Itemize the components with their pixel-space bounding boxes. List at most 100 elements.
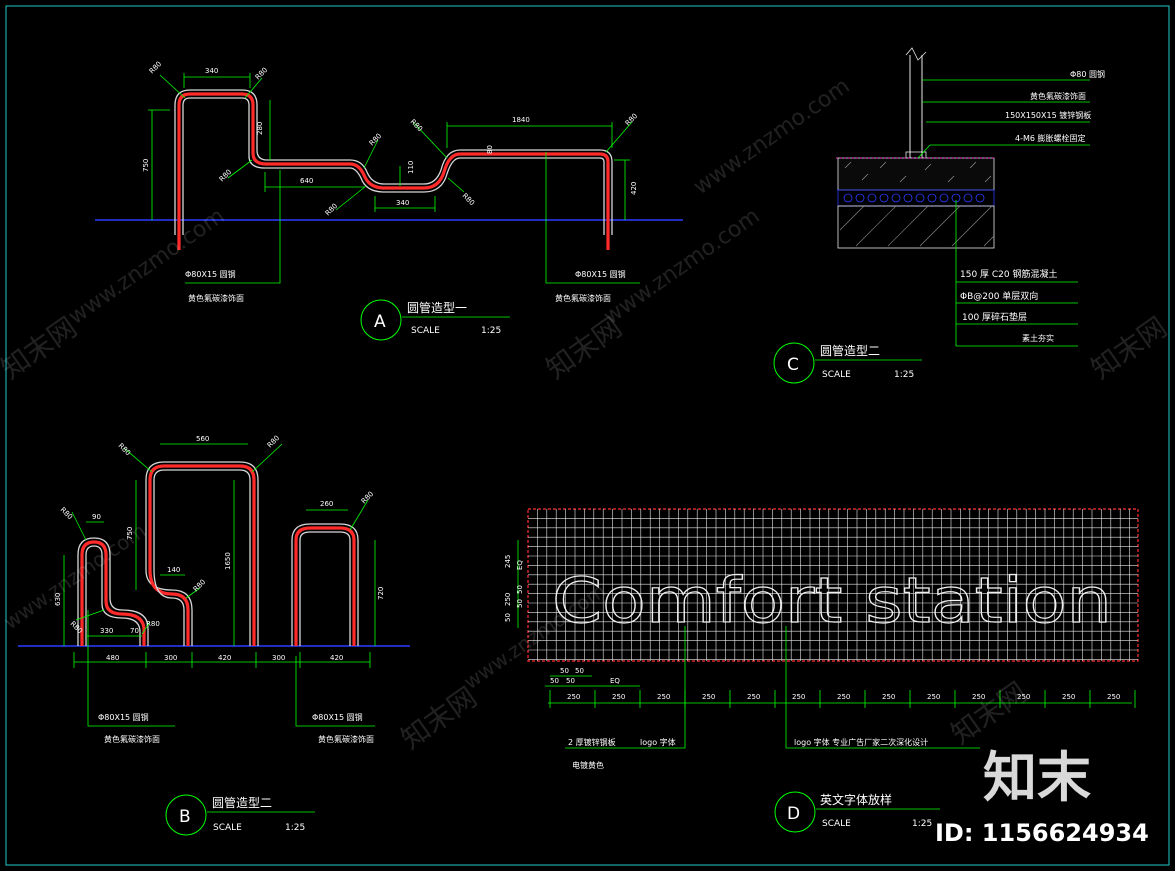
radius-a-7: R80 [461, 192, 476, 207]
dim-d-s5: EQ [610, 677, 620, 685]
radius-a-4: R80 [368, 132, 383, 147]
dim-d-s1: 50 [560, 667, 569, 675]
section-d-letter: D [787, 804, 800, 824]
sign-panel-outline [527, 508, 1139, 662]
section-a-letter: A [374, 312, 386, 332]
dim-b-140: 140 [167, 566, 180, 574]
dim-d-50c: 50 [504, 613, 512, 622]
section-d-scale-label: SCALE [822, 819, 851, 829]
dim-b-420a: 420 [218, 654, 231, 662]
note-b-left-finish: 黄色氟碳漆饰面 [104, 734, 160, 744]
dim-d-250-4: 250 [747, 693, 760, 701]
dim-d-250-7: 250 [882, 693, 895, 701]
note-a-right-finish: 黄色氟碳漆饰面 [555, 293, 611, 303]
radius-b-7: R80 [146, 620, 160, 628]
drawing-frame [5, 5, 1170, 866]
sign-grid [528, 509, 1138, 661]
section-c-marker [773, 342, 815, 384]
dim-d-250: 250 [504, 593, 512, 606]
note-d-3: 电镀黄色 [572, 760, 604, 770]
dim-d-s4: 50 [566, 677, 575, 685]
radius-b-1: R80 [59, 506, 74, 521]
dim-b-260: 260 [320, 500, 333, 508]
radius-a-8: R80 [624, 112, 639, 127]
dim-b-560: 560 [196, 435, 209, 443]
dim-d-250-5: 250 [792, 693, 805, 701]
dim-d-250-0: 250 [567, 693, 580, 701]
dim-a-280: 280 [256, 122, 264, 135]
note-c-8: 素土夯实 [1022, 333, 1054, 343]
section-d-title: 英文字体放样 [820, 792, 892, 807]
dim-b-630: 630 [54, 593, 62, 606]
note-a-left-spec: Φ80X15 圆钢 [185, 269, 236, 279]
watermark-en-3: www.znzmo.com [0, 518, 150, 634]
note-c-2: 黄色氟碳漆饰面 [1030, 91, 1086, 101]
dim-d-250-3: 250 [702, 693, 715, 701]
dim-a-640: 640 [300, 177, 313, 185]
dims-b: 560 90 260 140 750 1650 630 720 330 70 [54, 434, 385, 727]
section-d-scale-value: 1:25 [912, 819, 932, 829]
section-b-letter: B [179, 807, 191, 827]
section-d: Comfort station 245 EQ 250 50 50 50 50 5… [504, 508, 1139, 833]
section-c-scale-value: 1:25 [894, 370, 914, 380]
section-a-scale-value: 1:25 [481, 326, 501, 336]
dim-d-250-12: 250 [1107, 693, 1120, 701]
sign-text-comfort-station: Comfort station [552, 564, 1112, 637]
watermark-brand: 知末 [983, 746, 1091, 809]
section-b-scale-value: 1:25 [285, 823, 305, 833]
note-c-4: 4-M6 膨胀螺栓固定 [1015, 133, 1086, 143]
watermark-id: ID: 1156624934 [935, 819, 1149, 847]
dim-d-250-10: 250 [1017, 693, 1030, 701]
concrete-slab [837, 157, 995, 191]
pipe-a [174, 89, 613, 250]
radius-b-4: R80 [360, 490, 375, 505]
note-b-right-finish: 黄色氟碳漆饰面 [318, 734, 374, 744]
dim-a-340b: 340 [396, 199, 409, 207]
note-a-left-finish: 黄色氟碳漆饰面 [188, 293, 244, 303]
dim-d-245: 245 [504, 555, 512, 568]
dim-b-480: 480 [106, 654, 119, 662]
soil-layer [837, 205, 995, 249]
section-b-title: 圆管造型二 [212, 795, 272, 810]
dim-d-50a: 50 [516, 599, 524, 608]
dim-b-1650: 1650 [224, 552, 232, 570]
section-a-marker [360, 299, 402, 341]
dim-a-340: 340 [205, 67, 218, 75]
section-a-title: 圆管造型一 [407, 300, 467, 315]
note-d-4: logo 字体 专业广告厂家二次深化设计 [794, 737, 928, 747]
dim-a-80: 80 [486, 145, 494, 154]
watermark-cn-5: 知末网 [945, 676, 1033, 751]
dim-b-90: 90 [92, 513, 101, 521]
dim-b-300a: 300 [164, 654, 177, 662]
watermark-cn-3: 知末网 [1085, 311, 1173, 386]
dim-d-s3: 50 [550, 677, 559, 685]
dim-a-420: 420 [630, 182, 638, 195]
note-d-1: 2 厚镀锌钢板 [568, 737, 616, 747]
radius-a-3: R80 [218, 168, 233, 183]
dim-d-250-2: 250 [657, 693, 670, 701]
dim-d-250-9: 250 [972, 693, 985, 701]
note-c-1: Φ80 圆钢 [1070, 69, 1105, 79]
pipe-b [77, 461, 359, 646]
note-b-right-spec: Φ80X15 圆钢 [312, 712, 363, 722]
dim-b-70: 70 [130, 627, 139, 635]
dim-a-110: 110 [407, 161, 415, 174]
watermark-en-1: www.znzmo.com [64, 204, 229, 330]
watermark-en-5: www.znzmo.com [689, 74, 854, 200]
radius-a-5: R80 [324, 202, 339, 217]
section-b: 560 90 260 140 750 1650 630 720 330 70 [18, 434, 410, 836]
note-c-6: ΦB@200 单层双向 [960, 290, 1038, 302]
note-d-2: logo 字体 [640, 737, 676, 747]
dim-b-300b: 300 [272, 654, 285, 662]
note-b-left-spec: Φ80X15 圆钢 [98, 712, 149, 722]
section-b-marker [165, 794, 207, 836]
note-c-7: 100 厚碎石垫层 [962, 311, 1027, 323]
dim-a-1840: 1840 [512, 116, 530, 124]
dim-d-s2: 50 [575, 667, 584, 675]
radius-a-1: R80 [148, 60, 163, 75]
note-c-3: 150X150X15 镀锌钢板 [1005, 110, 1091, 120]
section-c-scale-label: SCALE [822, 370, 851, 380]
note-a-right-spec: Φ80X15 圆钢 [575, 269, 626, 279]
